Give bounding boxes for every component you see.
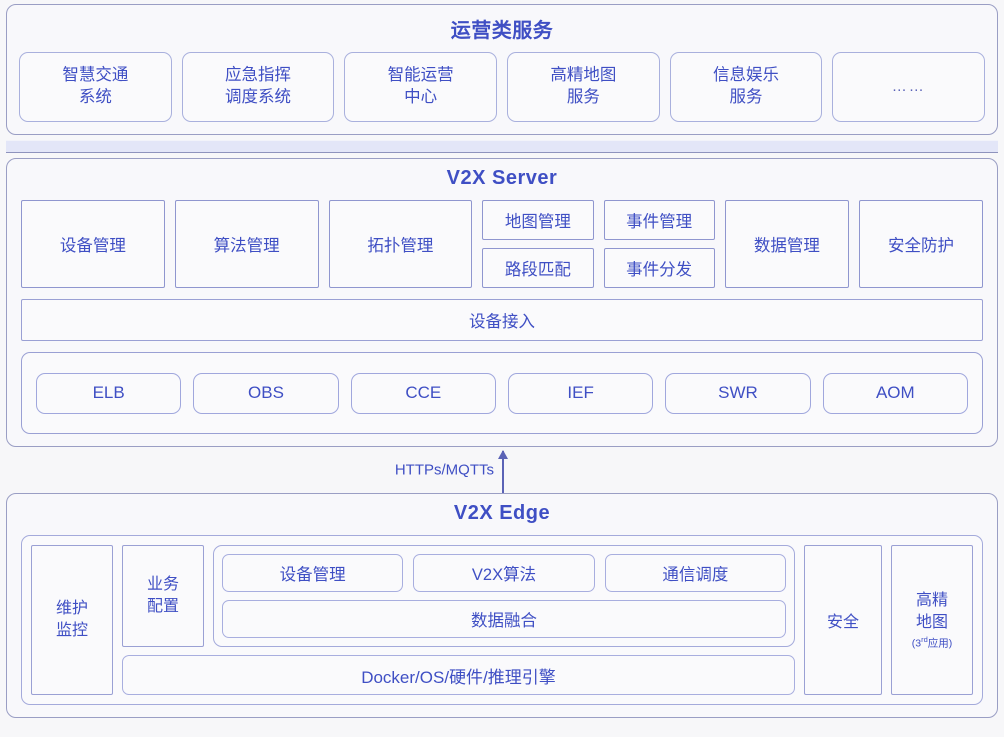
server-module-event-stack: 事件管理 事件分发: [603, 200, 715, 288]
server-edge-connector: HTTPs/MQTTs: [6, 447, 998, 493]
edge-function-chip-row: 设备管理 V2X算法 通信调度: [222, 554, 786, 592]
ops-card-infotainment-service[interactable]: 信息娱乐服务: [669, 52, 823, 122]
edge-platform-base[interactable]: Docker/OS/硬件/推理引擎: [122, 655, 795, 695]
ops-card-emergency-dispatch[interactable]: 应急指挥调度系统: [181, 52, 335, 122]
edge-module-hd-map[interactable]: 高精地图 (3rd应用): [891, 545, 973, 695]
v2x-server-module-row: 设备管理 算法管理 拓扑管理 地图管理 路段匹配 事件管理 事件分发 数据管理 …: [21, 200, 984, 288]
v2x-edge-title: V2X Edge: [453, 502, 551, 524]
edge-chip-communication-scheduling[interactable]: 通信调度: [604, 554, 786, 592]
cloud-service-swr[interactable]: SWR: [665, 372, 811, 414]
server-module-map-stack: 地图管理 路段匹配: [482, 200, 594, 288]
edge-center-upper-row: 业务配置 设备管理 V2X算法 通信调度 数据融合: [122, 545, 795, 647]
hd-map-sub-suffix: 应用): [927, 637, 953, 650]
server-module-event-distribution[interactable]: 事件分发: [603, 248, 715, 288]
hd-map-sub-prefix: (3: [911, 637, 922, 650]
hd-map-sub-superscript: rd: [921, 634, 928, 644]
connector-protocol-label: HTTPs/MQTTs: [394, 461, 494, 479]
section-v2x-edge: V2X Edge 维护监控 业务配置 设备管理 V2X算法 通信调度 数据融合: [6, 493, 998, 718]
cloud-service-ief[interactable]: IEF: [507, 372, 654, 414]
operation-services-card-row: 智慧交通系统 应急指挥调度系统 智能运营中心 高精地图服务 信息娱乐服务 ……: [19, 52, 986, 122]
v2x-server-title: V2X Server: [446, 167, 558, 189]
ops-card-smart-traffic[interactable]: 智慧交通系统: [19, 52, 172, 122]
section-v2x-server: V2X Server 设备管理 算法管理 拓扑管理 地图管理 路段匹配 事件管理…: [6, 158, 998, 447]
edge-chip-data-fusion[interactable]: 数据融合: [222, 600, 786, 638]
server-module-event-management[interactable]: 事件管理: [603, 200, 715, 240]
edge-module-security[interactable]: 安全: [804, 545, 882, 695]
edge-hd-map-label: 高精地图: [915, 592, 948, 631]
section-operation-services: 运营类服务 智慧交通系统 应急指挥调度系统 智能运营中心 高精地图服务 信息娱乐…: [6, 4, 998, 135]
edge-module-business-config[interactable]: 业务配置: [122, 545, 204, 647]
server-device-access-band[interactable]: 设备接入: [21, 299, 983, 341]
server-module-data-management[interactable]: 数据管理: [724, 200, 849, 288]
edge-chip-v2x-algorithm[interactable]: V2X算法: [413, 554, 595, 592]
cloud-service-aom[interactable]: AOM: [822, 372, 968, 414]
server-module-algorithm-management[interactable]: 算法管理: [174, 200, 319, 288]
server-cloud-services-row: ELB OBS CCE IEF SWR AOM: [21, 352, 983, 434]
server-module-device-management[interactable]: 设备管理: [21, 200, 165, 288]
section-separator-band: [6, 140, 998, 153]
up-arrow-icon: [502, 451, 504, 493]
edge-function-group: 设备管理 V2X算法 通信调度 数据融合: [213, 545, 795, 647]
ops-card-hd-map-service[interactable]: 高精地图服务: [507, 52, 660, 122]
cloud-service-elb[interactable]: ELB: [36, 372, 182, 414]
edge-module-maintenance-monitoring[interactable]: 维护监控: [31, 545, 113, 695]
server-module-road-matching[interactable]: 路段匹配: [482, 248, 594, 288]
ops-card-intelligent-operation-center[interactable]: 智能运营中心: [344, 52, 498, 122]
edge-hd-map-sublabel: (3rd应用): [911, 634, 953, 650]
edge-chip-device-management[interactable]: 设备管理: [222, 554, 404, 592]
cloud-service-obs[interactable]: OBS: [193, 372, 339, 414]
server-module-topology-management[interactable]: 拓扑管理: [328, 200, 473, 288]
edge-right-column: 安全 高精地图 (3rd应用): [804, 545, 973, 695]
edge-center-column: 业务配置 设备管理 V2X算法 通信调度 数据融合 Docker/OS/硬件/推…: [122, 545, 795, 695]
ops-card-more-ellipsis[interactable]: ……: [832, 52, 986, 122]
operation-services-title: 运营类服务: [450, 20, 554, 42]
server-module-map-management[interactable]: 地图管理: [482, 200, 594, 240]
server-module-security-protection[interactable]: 安全防护: [858, 200, 984, 288]
edge-function-wide-row: 数据融合: [222, 600, 786, 638]
v2x-edge-inner-container: 维护监控 业务配置 设备管理 V2X算法 通信调度 数据融合: [21, 535, 983, 705]
cloud-service-cce[interactable]: CCE: [350, 372, 496, 414]
